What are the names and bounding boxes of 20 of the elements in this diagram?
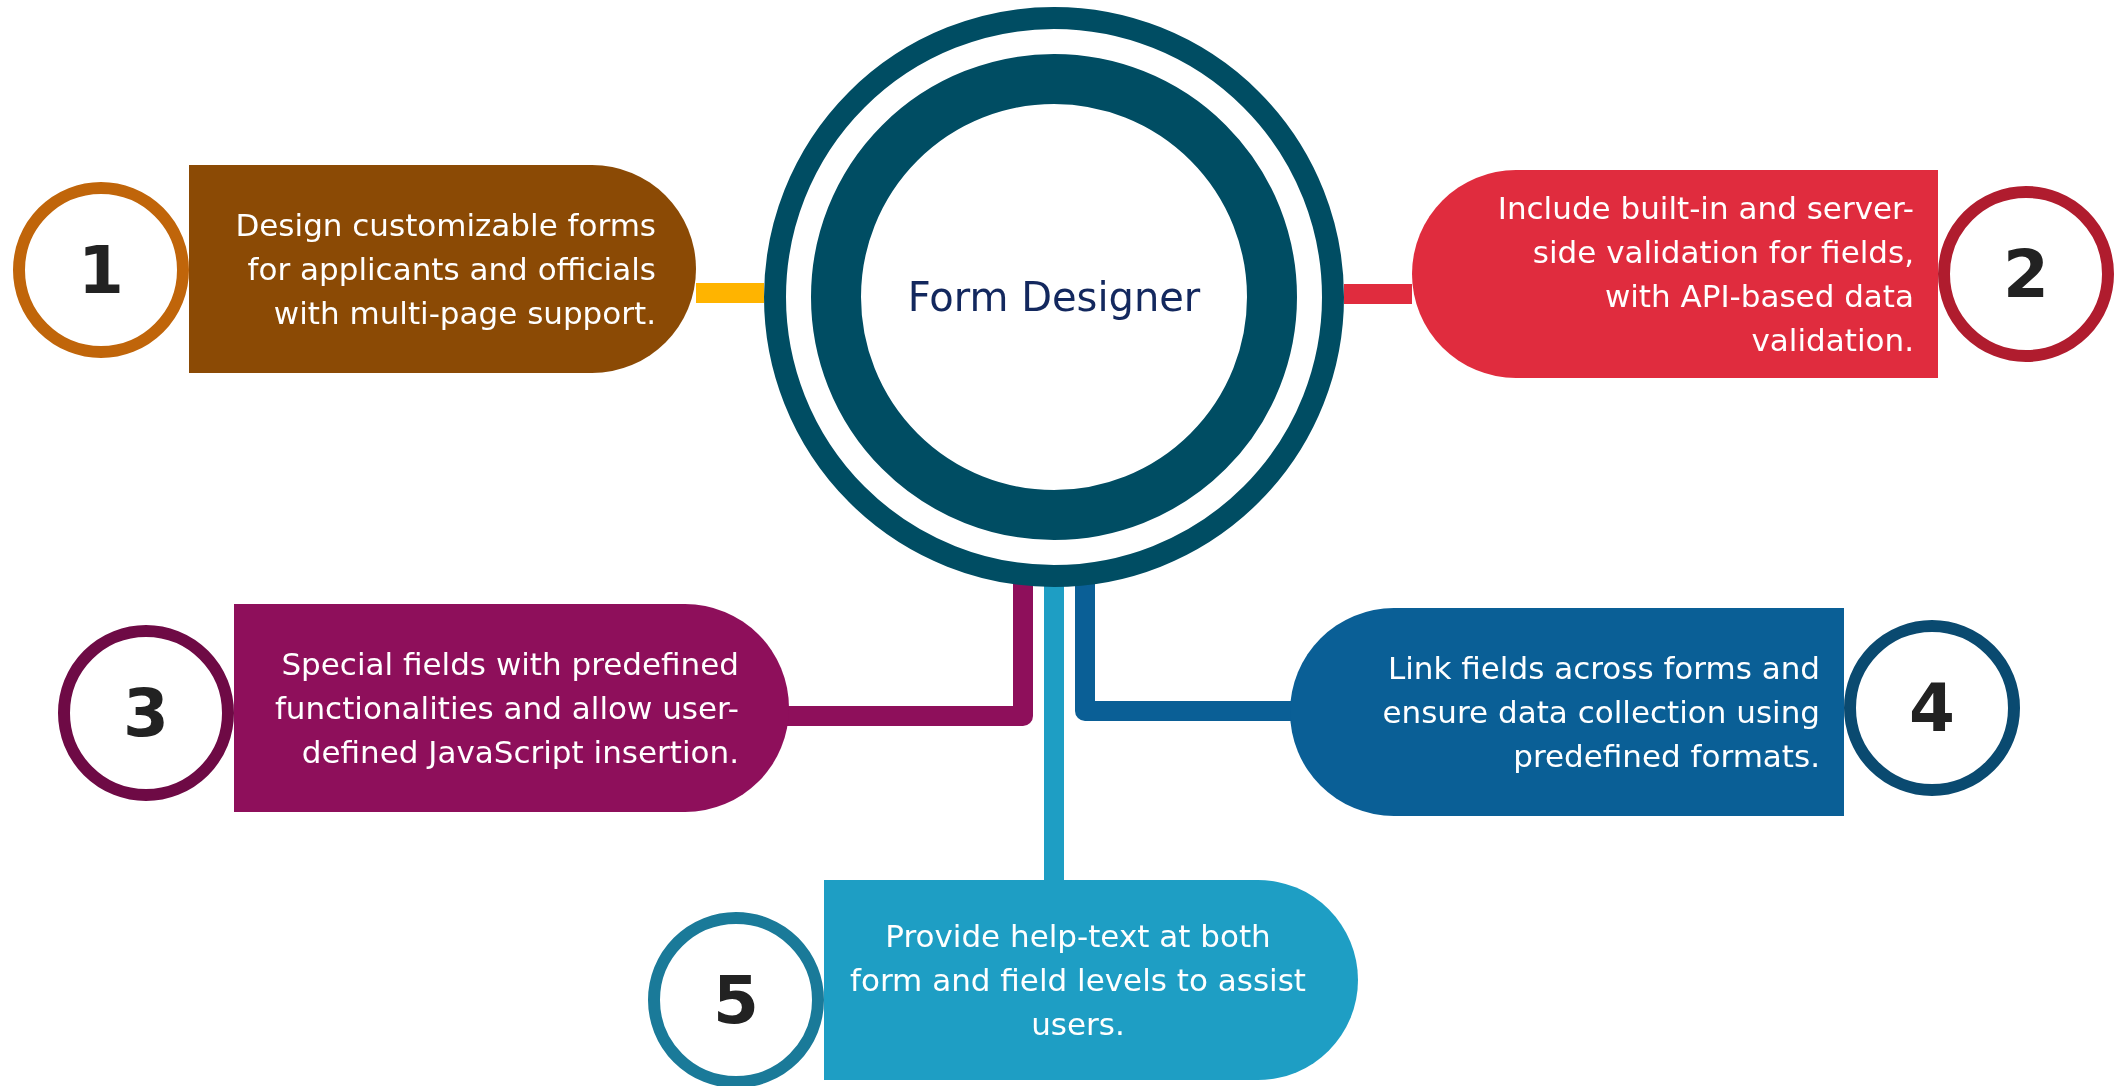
connector-line <box>696 283 765 303</box>
pill-shape <box>824 880 1358 1080</box>
step-number: 1 <box>78 231 124 309</box>
pill-shape <box>1412 170 1938 378</box>
connector-line <box>785 581 1033 726</box>
pill-shape <box>1290 608 1844 816</box>
step-description: Design customizable forms for applicants and officials with multi-page support. <box>234 205 656 333</box>
pill-shape <box>189 165 696 373</box>
connector-line <box>1344 284 1412 304</box>
step-number: 4 <box>1909 669 1955 747</box>
step-description: Special fields with predefined functionalities and allow user-defined JavaScript insertion. <box>273 644 739 772</box>
step-number: 2 <box>2003 235 2049 313</box>
pill-shape <box>234 604 789 812</box>
step-description: Provide help-text at both form and field levels to assist users. <box>849 916 1307 1044</box>
step-description: Include built-in and server-side validation for fields, with API-based data validation. <box>1496 188 1914 360</box>
step-description: Link fields across forms and ensure data collection using predefined formats. <box>1381 648 1820 776</box>
hub-circle <box>764 7 1344 587</box>
hub-title: Form Designer <box>906 274 1202 320</box>
step-number: 3 <box>123 674 169 752</box>
step-number: 5 <box>713 961 759 1039</box>
